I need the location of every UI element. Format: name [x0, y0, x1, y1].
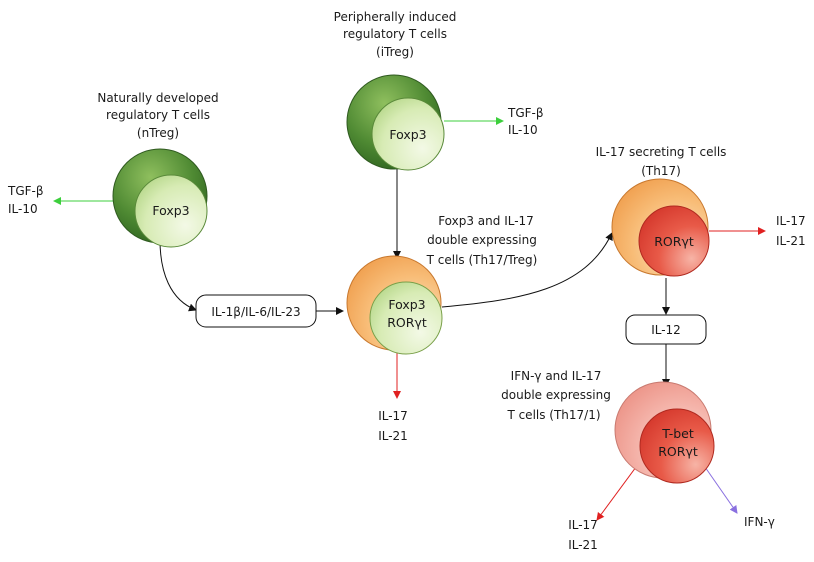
cell-th17: RORγt — [611, 178, 710, 277]
label-th17-1: IFN-γ and IL-17 double expressing T cell… — [501, 369, 611, 422]
cell-th17treg-marker-1: Foxp3 — [388, 297, 425, 312]
label-itreg: Peripherally induced regulatory T cells … — [334, 10, 457, 59]
output-th17-1-left-1: IL-17 — [568, 518, 598, 532]
output-th17: IL-17 IL-21 — [776, 214, 806, 248]
output-th17treg-2: IL-21 — [378, 429, 408, 443]
label-ntreg: Naturally developed regulatory T cells (… — [97, 91, 218, 140]
output-ntreg-1: TGF-β — [7, 184, 44, 198]
label-th17-1-line3: T cells (Th17/1) — [506, 408, 600, 422]
box-il12: IL-12 — [625, 314, 707, 345]
cell-th17treg: Foxp3 RORγt — [346, 255, 443, 355]
box-il1-il6-il23: IL-1β/IL-6/IL-23 — [195, 294, 317, 328]
output-th17-1-right-1: IFN-γ — [744, 515, 775, 529]
label-th17treg-line1: Foxp3 and IL-17 — [438, 214, 534, 228]
box-il1-il6-il23-text: IL-1β/IL-6/IL-23 — [211, 305, 300, 319]
arrow-ntreg-to-cytokines — [159, 239, 197, 312]
cell-th17-marker: RORγt — [654, 234, 694, 249]
cell-ntreg-marker: Foxp3 — [152, 203, 189, 218]
box-il12-text: IL-12 — [651, 323, 681, 337]
arrow-th17treg-to-th17 — [441, 232, 613, 308]
output-th17treg: IL-17 IL-21 — [378, 409, 408, 443]
label-th17: IL-17 secreting T cells (Th17) — [596, 145, 727, 178]
label-ntreg-line1: Naturally developed — [97, 91, 218, 105]
label-th17treg: Foxp3 and IL-17 double expressing T cell… — [426, 214, 538, 267]
label-th17treg-line2: double expressing — [427, 233, 537, 247]
cell-ntreg: Foxp3 — [112, 148, 208, 248]
cell-th17-1-marker-2: RORγt — [658, 444, 698, 459]
output-th17-1-left: IL-17 IL-21 — [568, 518, 598, 552]
label-th17-1-line1: IFN-γ and IL-17 — [511, 369, 602, 383]
label-th17treg-line3: T cells (Th17/Treg) — [426, 253, 538, 267]
label-th17-line1: IL-17 secreting T cells — [596, 145, 727, 159]
output-ntreg: TGF-β IL-10 — [7, 184, 44, 216]
cell-itreg-marker: Foxp3 — [389, 127, 426, 142]
output-itreg-1: TGF-β — [507, 106, 544, 120]
label-itreg-line2: regulatory T cells — [343, 27, 447, 41]
label-itreg-line3: (iTreg) — [376, 45, 414, 59]
label-ntreg-line3: (nTreg) — [137, 126, 179, 140]
label-ntreg-line2: regulatory T cells — [106, 108, 210, 122]
cell-th17-1-marker-1: T-bet — [661, 426, 694, 441]
cell-itreg: Foxp3 — [346, 74, 445, 171]
cell-th17-1: T-bet RORγt — [614, 381, 715, 484]
output-th17-1-right: IFN-γ — [744, 515, 775, 529]
label-th17-line2: (Th17) — [641, 164, 681, 178]
output-th17-1-left-2: IL-21 — [568, 538, 598, 552]
output-itreg-2: IL-10 — [508, 123, 538, 137]
output-th17treg-1: IL-17 — [378, 409, 408, 423]
arrow-th17-1-output-left — [596, 466, 637, 521]
label-th17-1-line2: double expressing — [501, 388, 611, 402]
arrow-th17-1-output-right — [704, 466, 738, 514]
output-ntreg-2: IL-10 — [8, 202, 38, 216]
output-itreg: TGF-β IL-10 — [507, 106, 544, 137]
output-th17-2: IL-21 — [776, 234, 806, 248]
cell-th17treg-marker-2: RORγt — [387, 315, 427, 330]
label-itreg-line1: Peripherally induced — [334, 10, 457, 24]
output-th17-1: IL-17 — [776, 214, 806, 228]
